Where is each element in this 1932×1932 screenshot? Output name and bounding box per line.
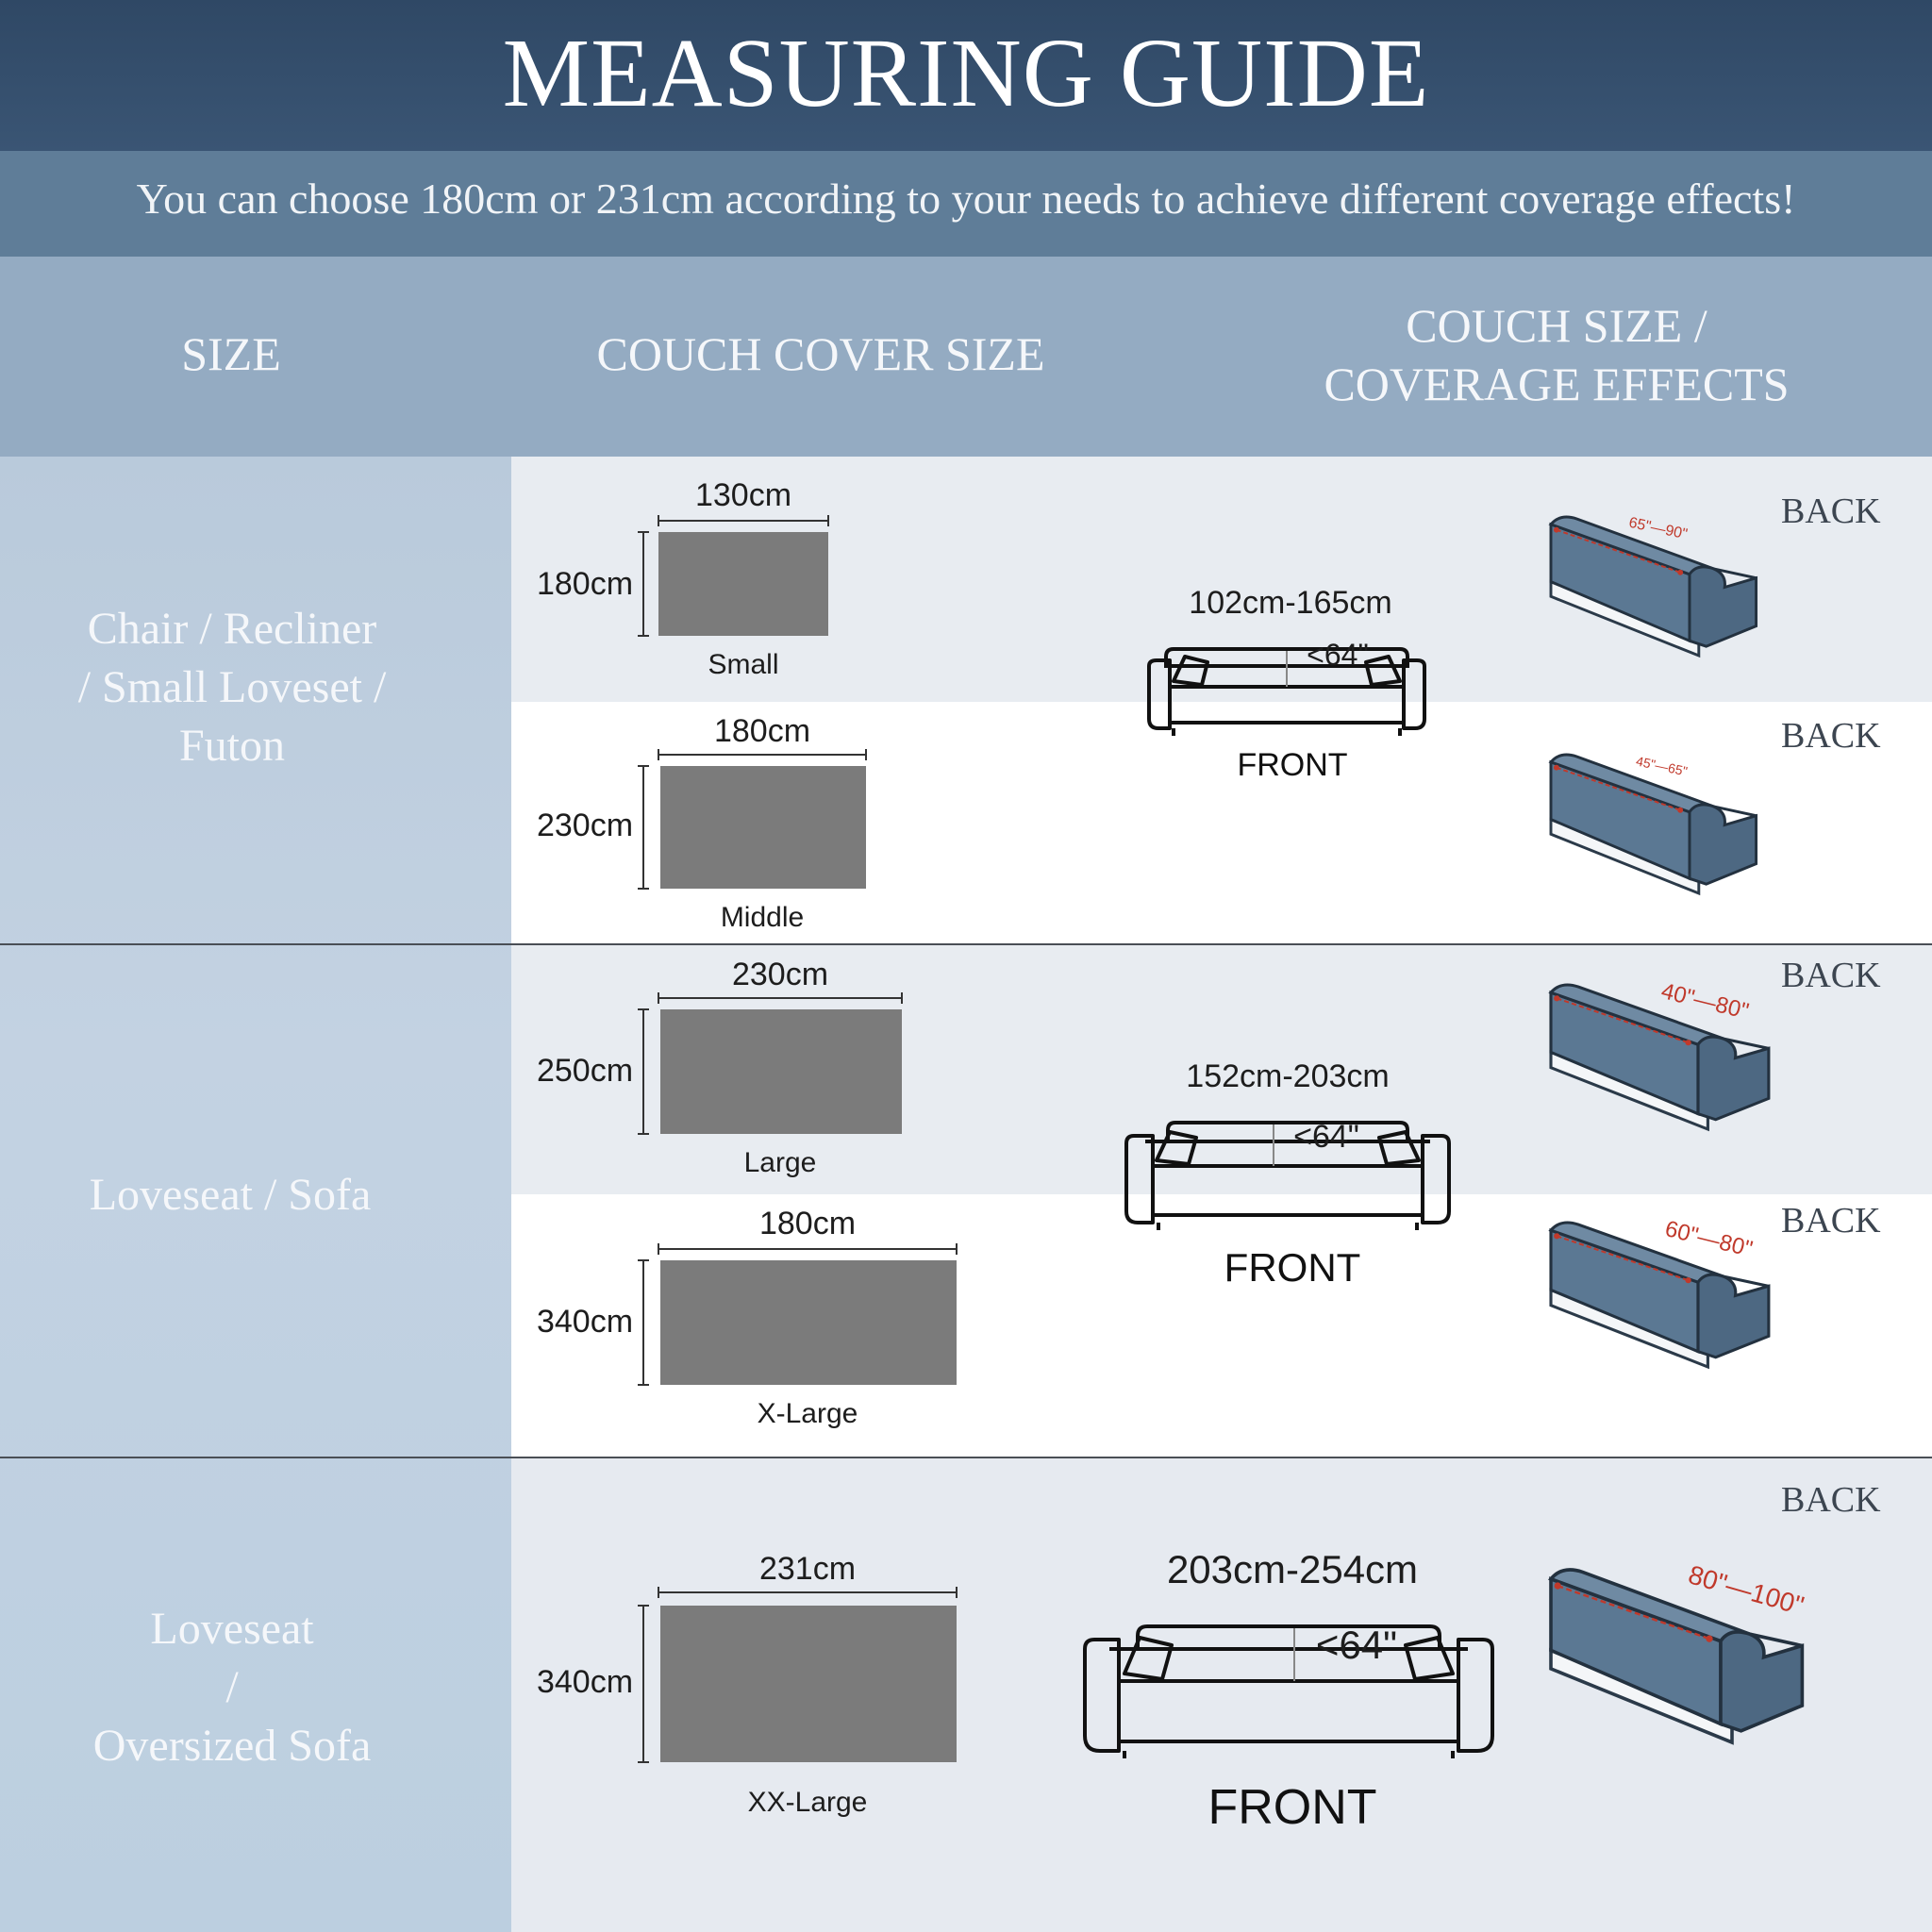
cover-rect-middle xyxy=(660,766,866,889)
sofa-front-drawing-3 xyxy=(1083,1624,1494,1758)
category-line: Loveseat xyxy=(150,1604,314,1654)
cover-label-small: Small xyxy=(708,649,779,680)
page-title: MEASURING GUIDE xyxy=(502,19,1430,127)
header-row xyxy=(0,257,1932,457)
category-loveseat-sofa: Loveseat / Sofa xyxy=(4,1166,457,1224)
header-couch-size: COUCH SIZE / COVERAGE EFFECTS xyxy=(1226,296,1887,413)
cover-height-small: 180cm xyxy=(536,566,634,602)
front-height-2: <64" xyxy=(1293,1119,1359,1155)
front-range-3: 203cm-254cm xyxy=(1166,1547,1419,1591)
front-height-3: <64" xyxy=(1315,1623,1398,1667)
front-range-2: 152cm-203cm xyxy=(1186,1058,1390,1094)
subtitle: You can choose 180cm or 231cm according … xyxy=(136,175,1796,223)
category-chair: Chair / Recliner / Small Loveset / Futon xyxy=(6,600,458,775)
cover-rect-small xyxy=(658,532,828,636)
cover-label-large: Large xyxy=(743,1147,817,1178)
header-couch-line2: COVERAGE EFFECTS xyxy=(1324,358,1790,410)
back-label-3: BACK xyxy=(1781,956,1881,995)
category-line: / Small Loveset / xyxy=(77,662,387,712)
header-cover-size: COUCH COVER SIZE xyxy=(596,327,1045,380)
front-label-2: FRONT xyxy=(1224,1245,1361,1290)
sofa-back-2 xyxy=(1549,753,1758,895)
category-line: Futon xyxy=(178,721,286,771)
front-height-1: <64" xyxy=(1307,638,1369,672)
cover-rect-large xyxy=(660,1009,902,1134)
cover-height-xlarge: 340cm xyxy=(536,1304,634,1340)
sofa-front-drawing-1 xyxy=(1147,647,1426,736)
cover-width-xxlarge: 231cm xyxy=(758,1551,857,1587)
cover-width-small: 130cm xyxy=(694,477,792,513)
header-couch-line1: COUCH SIZE / xyxy=(1406,299,1707,352)
category-line: Loveseat / Sofa xyxy=(89,1170,372,1220)
header-size: SIZE xyxy=(181,327,281,380)
cover-label-middle: Middle xyxy=(720,902,805,933)
front-label-1: FRONT xyxy=(1237,747,1348,783)
row-divider xyxy=(0,943,1932,945)
category-line: / xyxy=(225,1662,239,1712)
front-range-1: 102cm-165cm xyxy=(1189,585,1392,621)
cover-rect-xlarge xyxy=(660,1260,957,1385)
cover-rect-xxlarge xyxy=(660,1606,957,1762)
sofa-front-drawing-2 xyxy=(1124,1121,1451,1230)
title-bar xyxy=(0,0,1932,151)
cover-label-xlarge: X-Large xyxy=(757,1398,858,1429)
category-line: Chair / Recliner xyxy=(87,604,377,654)
cover-width-middle: 180cm xyxy=(713,713,811,749)
size-column xyxy=(0,457,511,1932)
back-label-4: BACK xyxy=(1781,1201,1881,1241)
cover-height-large: 250cm xyxy=(536,1053,634,1089)
back-label-5: BACK xyxy=(1781,1480,1881,1520)
row-divider xyxy=(0,1457,1932,1458)
cover-label-xxlarge: XX-Large xyxy=(747,1787,868,1818)
cover-width-large: 230cm xyxy=(731,957,829,992)
sofa-back-1 xyxy=(1549,515,1758,658)
cover-height-xxlarge: 340cm xyxy=(536,1664,634,1700)
back-label-1: BACK xyxy=(1781,491,1881,531)
category-oversized-sofa: Loveseat / Oversized Sofa xyxy=(6,1600,458,1775)
cover-height-middle: 230cm xyxy=(536,808,634,843)
back-label-2: BACK xyxy=(1781,716,1881,756)
front-label-3: FRONT xyxy=(1208,1780,1377,1835)
cover-width-xlarge: 180cm xyxy=(758,1206,857,1241)
subtitle-bar xyxy=(0,151,1932,257)
category-line: Oversized Sofa xyxy=(92,1721,372,1771)
